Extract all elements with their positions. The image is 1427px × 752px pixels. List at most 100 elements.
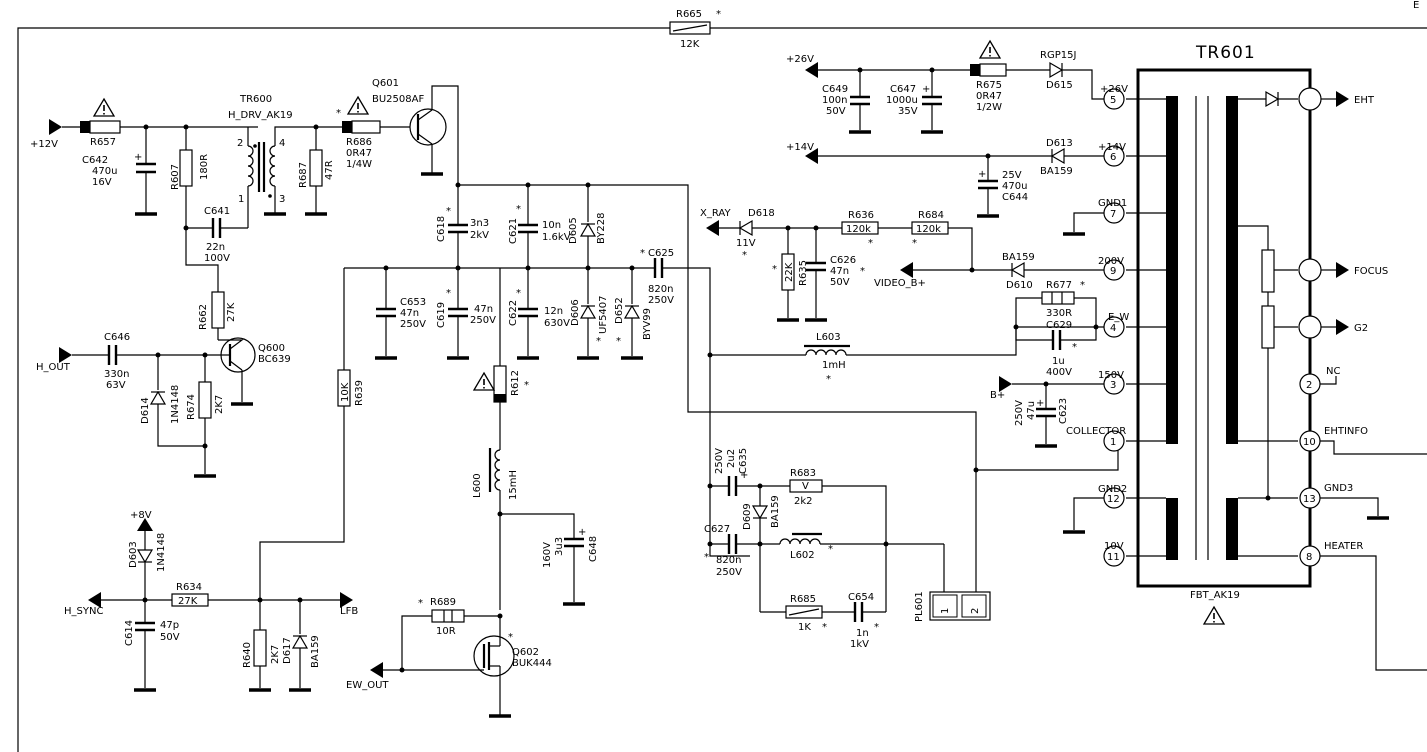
c642-label: C642 xyxy=(82,155,108,166)
net-h-sync-label: H_SYNC xyxy=(64,606,103,617)
c627-star: * xyxy=(704,552,709,563)
c654-value1: 1n xyxy=(856,628,869,639)
r612-label: R612 xyxy=(510,370,521,396)
pin-12: 12 xyxy=(1107,494,1120,505)
c618-value2: 2kV xyxy=(470,230,489,241)
r684-label: R684 xyxy=(918,210,944,221)
c648-value1: 160V xyxy=(542,542,553,568)
pin-3: 3 xyxy=(1110,380,1116,391)
tr600-pin2: 2 xyxy=(237,138,243,149)
c627-value1: 820n xyxy=(716,555,741,566)
c619-value1: 47n xyxy=(474,304,493,315)
l603-star: * xyxy=(826,374,831,385)
label-g2: G2 xyxy=(1354,323,1368,334)
c653-value2: 250V xyxy=(400,319,426,330)
c614-value1: 47p xyxy=(160,620,179,631)
c641-value2: 100V xyxy=(204,253,230,264)
tr601-subtitle: FBT_AK19 xyxy=(1190,590,1240,601)
r657-label: R657 xyxy=(90,137,116,148)
c635-value1: 250V xyxy=(714,448,725,474)
q602-label: Q602 xyxy=(512,647,539,658)
c629-value1: 1u xyxy=(1052,356,1065,367)
r677-label: R677 xyxy=(1046,280,1072,291)
l600-value: 15mH xyxy=(508,470,519,500)
r686-value1: 0R47 xyxy=(346,148,372,159)
r689-resistor xyxy=(431,609,465,623)
r675-label: R675 xyxy=(976,80,1002,91)
c623-value1: 250V xyxy=(1014,400,1025,426)
net-14v-label: +14V xyxy=(786,142,814,153)
c646-label: C646 xyxy=(104,332,130,343)
label-collector: COLLECTOR xyxy=(1066,426,1126,437)
r635-label: R635 xyxy=(798,260,809,286)
tr601-title: TR601 xyxy=(1195,43,1256,63)
r636-value: 120k xyxy=(846,224,871,235)
c642-value1: 470u xyxy=(92,166,117,177)
net-bplus-label: B+ xyxy=(990,390,1005,401)
d609-value: BA159 xyxy=(770,495,781,528)
net-xray-label: X_RAY xyxy=(700,208,731,219)
tr600-pin1: 1 xyxy=(238,194,244,205)
d606-label: D606 xyxy=(570,299,581,326)
r607-value: 180R xyxy=(199,154,210,180)
c619-star: * xyxy=(446,288,451,299)
d603-value: 1N4148 xyxy=(156,533,167,572)
net-8v-label: +8V xyxy=(130,510,152,521)
label-14v: +14V xyxy=(1098,142,1126,153)
c647-value1: 1000u xyxy=(886,95,918,106)
c654-value2: 1kV xyxy=(850,639,869,650)
c649-value1: 100n xyxy=(822,95,847,106)
r640-resistor xyxy=(253,629,267,667)
c626-value1: 47n xyxy=(830,266,849,277)
pl601-label: PL601 xyxy=(914,591,925,622)
c641-label: C641 xyxy=(204,206,230,217)
c622-star: * xyxy=(516,288,521,299)
c619-label: C619 xyxy=(436,302,447,328)
g2-potentiometer xyxy=(1261,305,1275,349)
label-26v: +26V xyxy=(1100,84,1128,95)
d652-star: * xyxy=(616,336,621,347)
tr601-core-right-bottom xyxy=(1226,498,1238,560)
tr601-outline xyxy=(1136,68,1312,588)
c614-label: C614 xyxy=(124,620,135,646)
r640-value: 2K7 xyxy=(270,645,281,664)
c629-value2: 400V xyxy=(1046,367,1072,378)
r683-value: 2k2 xyxy=(794,496,813,507)
r677-resistor xyxy=(1041,291,1075,305)
c647-label: C647 xyxy=(890,84,916,95)
c646-value2: 63V xyxy=(106,380,126,391)
r675-value1: 0R47 xyxy=(976,91,1002,102)
q600-value: BC639 xyxy=(258,354,291,365)
net-h-out-label: H_OUT xyxy=(36,362,71,373)
r665-label: R665 xyxy=(676,9,702,20)
tr601-core-left-bottom xyxy=(1166,498,1178,560)
c618-label: C618 xyxy=(436,216,447,242)
c642-value2: 16V xyxy=(92,177,112,188)
c644-value2: 470u xyxy=(1002,181,1027,192)
pin-7: 7 xyxy=(1110,209,1116,220)
c626-star: * xyxy=(860,266,865,277)
c647-value2: 35V xyxy=(898,106,918,117)
d617-label: D617 xyxy=(282,637,293,664)
r612-star: * xyxy=(524,380,529,391)
c626-value2: 50V xyxy=(830,277,850,288)
pl601-pin2: 2 xyxy=(970,608,981,614)
q602-value: BUK444 xyxy=(512,658,552,669)
c635-value2: 2u2 xyxy=(726,449,737,468)
r687-resistor xyxy=(309,149,323,187)
d652-value: BYV99 xyxy=(642,308,653,340)
label-ehtinfo: EHTINFO xyxy=(1324,426,1368,437)
r677-star: * xyxy=(1080,280,1085,291)
r689-label: R689 xyxy=(430,597,456,608)
r686-value2: 1/4W xyxy=(346,159,372,170)
pin-r2: 2 xyxy=(1306,380,1312,391)
r607-label: R607 xyxy=(170,164,181,190)
label-10v: 10V xyxy=(1104,541,1124,552)
r657-fuse-body xyxy=(80,121,90,133)
label-focus: FOCUS xyxy=(1354,266,1388,277)
net-ew-out-label: EW_OUT xyxy=(346,680,389,691)
d609-label: D609 xyxy=(742,503,753,530)
collector-section: * C618 3n3 2kV * C621 10n 1.6kV D605 BY2… xyxy=(344,182,977,592)
label-gnd1: GND1 xyxy=(1098,198,1127,209)
